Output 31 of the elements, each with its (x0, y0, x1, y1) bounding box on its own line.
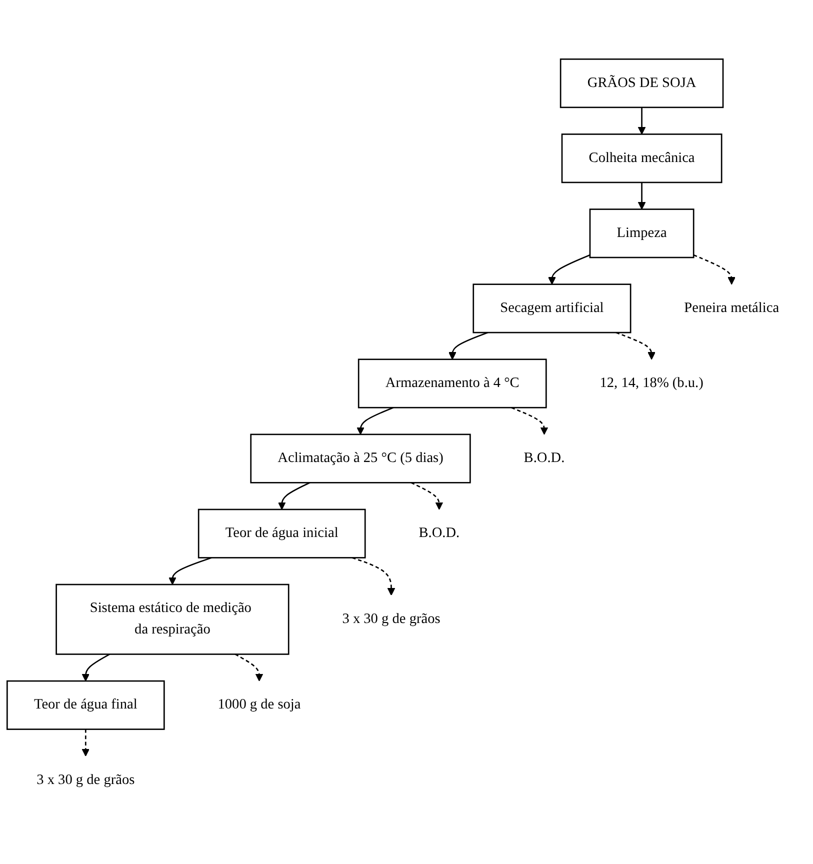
node-box: Limpeza (589, 208, 694, 258)
arrow (82, 730, 90, 757)
arrow (168, 557, 212, 586)
arrow (410, 482, 444, 510)
node-text: 1000 g de soja (218, 697, 301, 713)
arrow (278, 482, 310, 510)
arrow (548, 254, 590, 285)
node-text: 12, 14, 18% (b.u.) (600, 376, 704, 391)
arrow (638, 182, 646, 210)
node-text: Peneira metálica (684, 300, 780, 316)
arrow (616, 332, 656, 360)
node-box: Sistema estático de medição da respiração (56, 584, 290, 656)
arrow (511, 407, 548, 436)
node-box: Aclimatação à 25 °C (5 dias) (250, 434, 471, 484)
arrow (234, 654, 264, 682)
node-box: Secagem artificial (472, 284, 632, 334)
arrow (638, 108, 646, 135)
node-text: 3 x 30 g de grãos (36, 772, 135, 788)
node-text: B.O.D. (418, 526, 460, 542)
node-box: GRÃOS DE SOJA (560, 58, 724, 108)
arrow (693, 254, 736, 285)
arrow (82, 654, 110, 682)
node-box: Teor de água final (6, 680, 165, 730)
node-box: Armazenamento à 4 °C (358, 358, 547, 409)
arrow (356, 407, 394, 436)
node-text: 3 x 30 g de grãos (342, 612, 440, 627)
node-text: B.O.D. (524, 450, 565, 466)
node-box: Colheita mecânica (561, 134, 722, 184)
arrow (352, 557, 396, 596)
arrow (448, 332, 488, 360)
node-box: Teor de água inicial (198, 509, 366, 559)
